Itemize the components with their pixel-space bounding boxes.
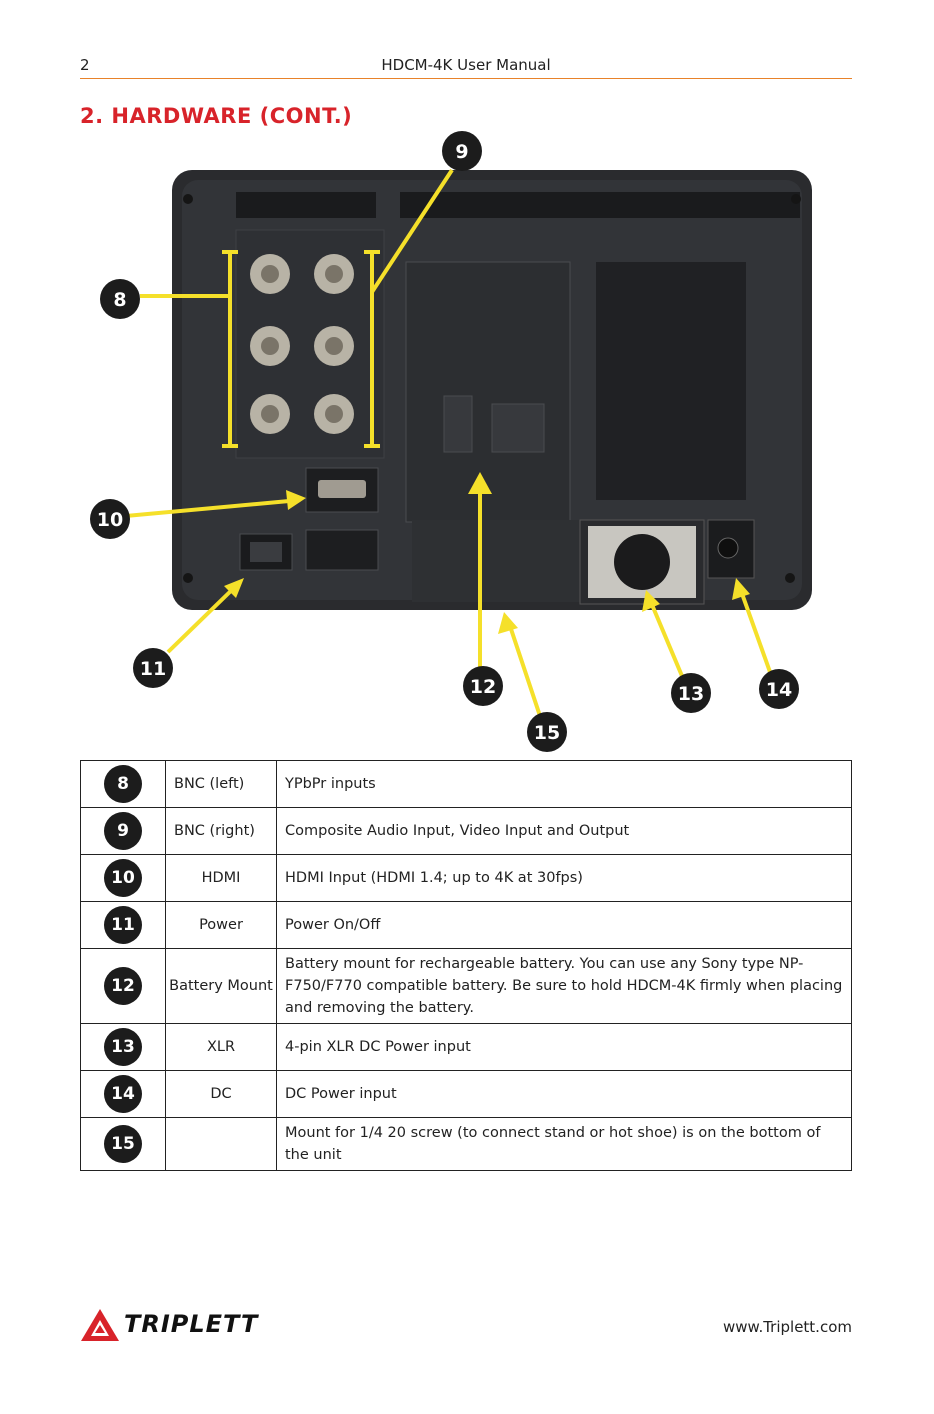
callout-label: 13: [678, 683, 704, 705]
component-name: BNC (left): [165, 760, 277, 808]
component-description: HDMI Input (HDMI 1.4; up to 4K at 30fps): [276, 854, 852, 902]
callout-badge-12: 12: [463, 666, 503, 706]
component-name: Power: [165, 901, 277, 949]
callout-label: 11: [140, 658, 166, 680]
callout-badge-8: 8: [100, 279, 140, 319]
component-name: XLR: [165, 1023, 277, 1071]
component-description: Composite Audio Input, Video Input and O…: [276, 807, 852, 855]
callout-label: 9: [455, 141, 468, 163]
component-description: DC Power input: [276, 1070, 852, 1118]
component-name: [165, 1117, 277, 1171]
callout-lines: [125, 168, 772, 717]
component-description: Power On/Off: [276, 901, 852, 949]
callout-badge-13: 13: [671, 673, 711, 713]
page-header: 2 HDCM-4K User Manual: [80, 56, 852, 79]
section-title: 2. HARDWARE (CONT.): [80, 104, 353, 128]
callout-badge-11: 11: [133, 648, 173, 688]
callout-label: 12: [470, 676, 496, 698]
callout-badge-10: 10: [90, 499, 130, 539]
screw-icons: [183, 194, 801, 583]
component-name: BNC (right): [165, 807, 277, 855]
manual-title: HDCM-4K User Manual: [381, 56, 551, 74]
bnc-connector-icons: [250, 254, 354, 434]
hdmi-out-port: [305, 529, 379, 571]
component-description: 4-pin XLR DC Power input: [276, 1023, 852, 1071]
row-number-badge: 12: [104, 967, 142, 1005]
callout-label: 8: [113, 289, 126, 311]
brand-name: TRIPLETT: [124, 1310, 259, 1338]
callout-arrowheads: [224, 472, 750, 634]
table-row: 14 DC DC Power input: [80, 1070, 852, 1118]
device-rear-diagram: 8 9 10 11 12 13 14 15: [90, 131, 812, 752]
table-row: 10 HDMI HDMI Input (HDMI 1.4; up to 4K a…: [80, 854, 852, 902]
component-name: DC: [165, 1070, 277, 1118]
triplett-logo-icon: [81, 1309, 119, 1341]
page-number: 2: [80, 56, 90, 74]
top-vent: [236, 192, 800, 218]
component-name: Battery Mount: [165, 948, 277, 1024]
website-link[interactable]: www.Triplett.com: [723, 1318, 852, 1336]
row-number-badge: 8: [104, 765, 142, 803]
row-number-badge: 11: [104, 906, 142, 944]
row-number-badge: 9: [104, 812, 142, 850]
callout-badge-14: 14: [759, 669, 799, 709]
component-description: Mount for 1/4 20 screw (to connect stand…: [276, 1117, 852, 1171]
component-description: YPbPr inputs: [276, 760, 852, 808]
battery-mount: [405, 261, 571, 523]
component-description: Battery mount for rechargeable battery. …: [276, 948, 852, 1024]
table-row: 12 Battery Mount Battery mount for recha…: [80, 948, 852, 1024]
table-row: 13 XLR 4-pin XLR DC Power input: [80, 1023, 852, 1071]
table-row: 9 BNC (right) Composite Audio Input, Vid…: [80, 807, 852, 855]
row-number-badge: 14: [104, 1075, 142, 1113]
row-number-badge: 13: [104, 1028, 142, 1066]
row-number-badge: 15: [104, 1125, 142, 1163]
callout-label: 10: [97, 509, 123, 531]
speaker-grille: [596, 262, 746, 500]
callout-badge-9: 9: [442, 131, 482, 171]
table-row: 8 BNC (left) YPbPr inputs: [80, 760, 852, 808]
table-row: 15 Mount for 1/4 20 screw (to connect st…: [80, 1117, 852, 1171]
callout-badge-15: 15: [527, 712, 567, 752]
brand-logo: TRIPLETT: [80, 1308, 270, 1342]
table-row: 11 Power Power On/Off: [80, 901, 852, 949]
battery-mount-base: [412, 520, 580, 602]
hardware-spec-table: 8 BNC (left) YPbPr inputs 9 BNC (right) …: [80, 760, 852, 1171]
callout-label: 15: [534, 722, 560, 744]
callout-label: 14: [766, 679, 792, 701]
component-name: HDMI: [165, 854, 277, 902]
row-number-badge: 10: [104, 859, 142, 897]
